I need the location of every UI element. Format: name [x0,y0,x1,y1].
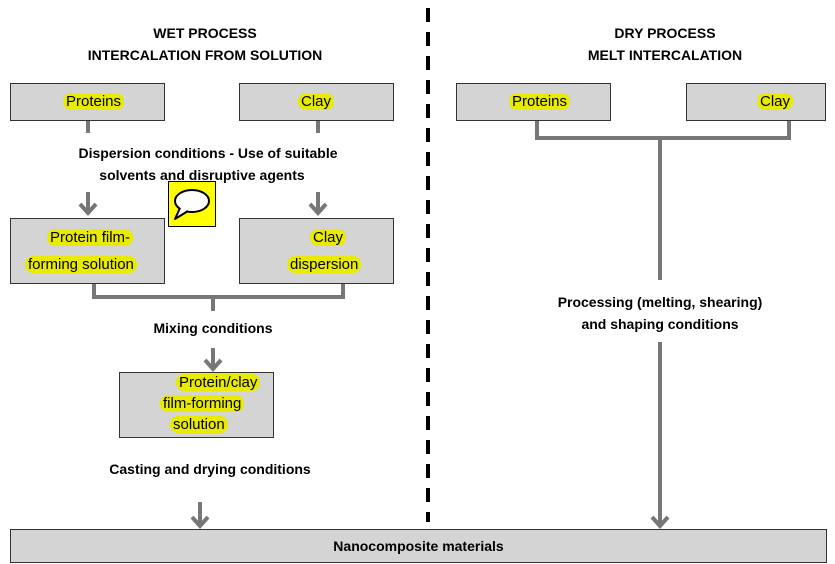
dry-clay-box: Clay [686,83,826,121]
clay-dispersion-line2: dispersion [287,256,362,273]
dry-join-line [535,120,791,140]
dry-proteins-box: Proteins [456,83,611,121]
arrow-to-clay-dispersion [308,192,328,217]
dispersion-conditions-label: Dispersion conditions - Use of suitable … [28,142,388,186]
film-solution-line2: forming solution [25,256,137,273]
speech-bubble-icon[interactable] [168,181,216,227]
protein-clay-line3: solution [170,416,228,433]
wet-clay-box: Clay [239,83,394,121]
wet-title-line1: WET PROCESS [153,25,257,41]
processing-line1: Processing (melting, shearing) [557,294,763,310]
clay-dispersion-box: Clay dispersion [239,218,394,284]
arrow-wet-to-nanocomposite [190,502,210,530]
dispersion-line1: Dispersion conditions - Use of suitable [78,145,338,161]
film-solution-line1: Protein film- [47,229,134,246]
arrow-to-protein-clay [203,348,223,373]
dry-title-line2: MELT INTERCALATION [587,47,743,63]
wet-proteins-label: Proteins [63,93,125,110]
processing-line2: and shaping conditions [581,316,739,332]
protein-clay-line1: Protein/clay [176,374,261,391]
wet-clay-label: Clay [298,93,335,110]
processing-conditions-label: Processing (melting, shearing) and shapi… [520,291,800,335]
arrow-to-film-solution [78,192,98,217]
mixing-join-line [92,284,345,299]
dispersion-line2: solvents and disruptive agents [99,167,305,183]
dry-proteins-label: Proteins [509,93,571,110]
wet-process-title: WET PROCESS INTERCALATION FROM SOLUTION [40,22,370,66]
wet-proteins-box: Proteins [10,83,165,121]
dry-title-line1: DRY PROCESS [614,25,716,41]
nanocomposite-materials-label: Nanocomposite materials [333,538,504,554]
protein-clay-solution-box: Protein/clay film-forming solution [119,372,274,438]
protein-clay-line2: film-forming [160,395,245,412]
dry-process-title: DRY PROCESS MELT INTERCALATION [500,22,830,66]
wet-title-line2: INTERCALATION FROM SOLUTION [87,47,323,63]
casting-drying-label: Casting and drying conditions [109,461,311,477]
mixing-conditions-label: Mixing conditions [153,320,273,336]
dry-clay-label: Clay [757,93,794,110]
arrow-dry-to-nanocomposite [650,138,670,530]
clay-dispersion-line1: Clay [310,229,347,246]
protein-film-solution-box: Protein film- forming solution [10,218,165,284]
nanocomposite-materials-box: Nanocomposite materials [10,529,827,563]
